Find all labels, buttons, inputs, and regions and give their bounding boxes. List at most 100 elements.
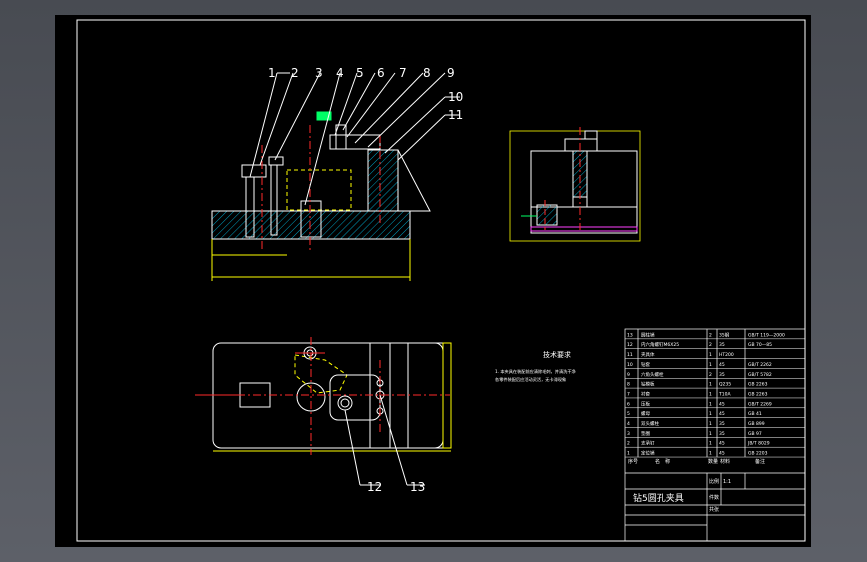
bom-cell-name: 内六角螺钉M6X25: [641, 341, 679, 348]
bom-cell-qty: 1: [709, 362, 712, 368]
balloon-1: 1: [268, 66, 276, 80]
bom-cell-mat: 45: [719, 362, 725, 368]
title-block-text: 序号 名 称 数量 材料 备注 比例 1:1 件数 共张 钻5圆孔夹具: [628, 458, 765, 513]
bom-cell-mat: T10A: [718, 391, 731, 397]
balloon-12: 12: [367, 480, 382, 494]
balloon-5: 5: [356, 66, 364, 80]
side-view: [509, 127, 641, 242]
bom-cell-no: 7: [627, 391, 630, 397]
sheet-label: 共张: [709, 506, 719, 513]
bom-cell-mat: 35钢: [719, 331, 730, 338]
outer-frame: [76, 19, 806, 542]
bom-cell-mat: Q235: [719, 382, 731, 388]
balloon-7: 7: [399, 66, 407, 80]
balloon-4: 4: [336, 66, 344, 80]
bom-cell-mat: 35: [719, 431, 725, 437]
bom-cell-qty: 1: [709, 382, 712, 388]
bom-cell-no: 2: [627, 441, 630, 447]
bom-cell-name: 钻模板: [641, 381, 655, 388]
bom-cell-qty: 1: [709, 352, 712, 358]
bom-cell-name: 圆柱销: [641, 331, 655, 338]
bom-cell-mat: HT200: [719, 352, 734, 358]
bom-cell-std: JB/T 8029: [747, 441, 770, 447]
scale-label: 比例: [709, 478, 719, 485]
bom-cell-name: 支承钉: [641, 440, 655, 447]
bom-cell-name: 压板: [641, 400, 650, 407]
bom-header-no: 序号: [628, 458, 638, 465]
bom-cell-name: 双头螺柱: [641, 420, 659, 427]
drawing-sheet: 1 2 3 4 5 6 7 8 9 10 11 12 13: [55, 15, 811, 547]
bom-cell-mat: 45: [719, 411, 725, 417]
balloon-11: 11: [448, 108, 463, 122]
bom-cell-no: 11: [627, 352, 633, 358]
balloon-10: 10: [448, 90, 463, 104]
bom-cell-no: 9: [627, 372, 630, 378]
front-view: [211, 72, 460, 281]
bom-cell-std: GB/T 5782: [748, 372, 772, 378]
bom-cell-no: 10: [627, 362, 633, 368]
bom-cell-qty: 1: [709, 411, 712, 417]
bom-cell-std: GB/T 2269: [748, 401, 772, 407]
tech-requirements: 技术要求 1. 本夹具在装配前应清除毛刺，并清洗干净 各零件装配后应活动灵活，无…: [495, 350, 576, 383]
bom-cell-qty: 1: [709, 451, 712, 457]
title-block: [624, 328, 806, 542]
bom-cell-name: 定位销: [641, 450, 655, 457]
bom-header-mat: 材料: [720, 458, 730, 465]
bom-cell-std: GB 2263: [748, 391, 768, 397]
bom-cell-qty: 1: [709, 441, 712, 447]
bom-cell-qty: 1: [709, 431, 712, 437]
balloon-8: 8: [423, 66, 431, 80]
bom-cell-name: 六角头螺栓: [641, 371, 664, 378]
bom-cell-name: 钻套: [641, 361, 650, 368]
drawing-canvas: 1 2 3 4 5 6 7 8 9 10 11 12 13: [76, 19, 806, 542]
bom-cell-qty: 1: [709, 401, 712, 407]
bom-cell-name: 螺母: [641, 410, 650, 417]
bom-cell-no: 3: [627, 431, 630, 437]
bom-cell-mat: 35: [719, 372, 725, 378]
bom-cell-qty: 1: [709, 421, 712, 427]
bom-cell-qty: 2: [709, 342, 712, 348]
bom-cell-qty: 2: [709, 332, 712, 338]
bom-cell-mat: 45: [719, 401, 725, 407]
balloon-6: 6: [377, 66, 385, 80]
scale-value: 1:1: [723, 479, 731, 485]
bom-cell-mat: 35: [719, 342, 725, 348]
bom-cell-no: 1: [627, 451, 630, 457]
bom-cell-std: GB/T 119—2000: [748, 332, 785, 338]
bom-cell-no: 8: [627, 382, 630, 388]
bom-cell-mat: 45: [719, 441, 725, 447]
balloon-9: 9: [447, 66, 455, 80]
weight-label: 件数: [709, 494, 719, 501]
bom-cell-name: 夹具体: [641, 351, 655, 358]
bom-header-name: 名 称: [655, 458, 670, 465]
bom-cell-std: GB/T 2262: [748, 362, 772, 368]
bom-cell-no: 4: [627, 421, 630, 427]
bom-cell-no: 6: [627, 401, 630, 407]
drawing-title: 钻5圆孔夹具: [633, 492, 684, 504]
bom-cell-std: GB 97: [748, 431, 762, 437]
balloon-13: 13: [410, 480, 425, 494]
bom-cell-name: 垫圈: [641, 430, 650, 437]
bom-cell-std: GB 41: [748, 411, 762, 417]
bom-cell-qty: 2: [709, 372, 712, 378]
balloon-2: 2: [291, 66, 299, 80]
bom-cell-qty: 1: [709, 391, 712, 397]
bom-cell-no: 12: [627, 342, 633, 348]
tech-req-line2: 各零件装配后应活动灵活，无卡滞现象: [495, 376, 566, 383]
tech-req-title: 技术要求: [543, 350, 571, 359]
bom-header-std: 备注: [755, 458, 765, 465]
bom-cell-mat: 35: [719, 421, 725, 427]
top-view: [195, 337, 452, 486]
tech-req-line1: 1. 本夹具在装配前应清除毛刺，并清洗干净: [495, 368, 576, 375]
balloon-3: 3: [315, 66, 323, 80]
bom-cell-no: 5: [627, 411, 630, 417]
bom-cell-mat: 45: [719, 451, 725, 457]
bom-header-qty: 数量: [708, 458, 718, 465]
balloon-labels: 1 2 3 4 5 6 7 8 9 10 11 12 13: [268, 66, 463, 494]
bom-cell-name: 衬套: [641, 390, 650, 397]
bom-cell-std: GB 2263: [748, 382, 768, 388]
bom-cell-std: GB 2203: [748, 451, 768, 457]
bom-cell-no: 13: [627, 332, 633, 338]
